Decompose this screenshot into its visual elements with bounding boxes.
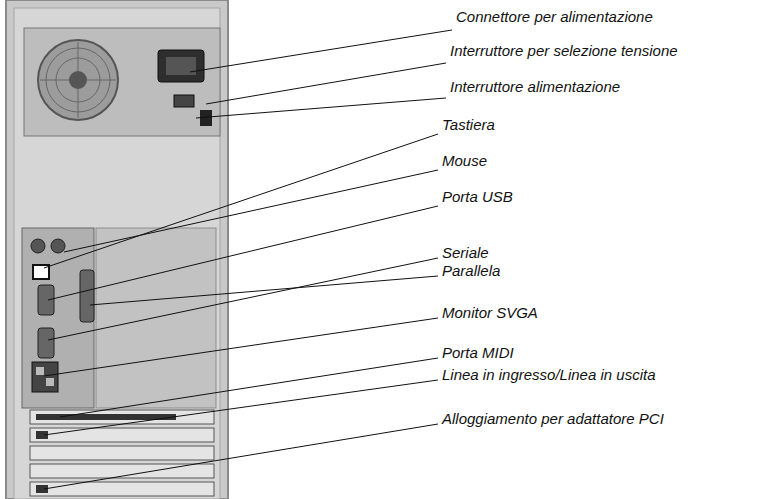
part-label: Alloggiamento per adattatore PCI bbox=[442, 410, 664, 427]
part-label: Porta USB bbox=[442, 188, 513, 205]
part-label: Interruttore per selezione tensione bbox=[450, 42, 678, 59]
leader-lines bbox=[44, 30, 452, 489]
part-label: Seriale bbox=[442, 244, 489, 261]
part-label: Mouse bbox=[442, 152, 487, 169]
part-label: Monitor SVGA bbox=[442, 304, 538, 321]
part-label: Tastiera bbox=[442, 116, 495, 133]
part-label: Connettore per alimentazione bbox=[456, 8, 653, 25]
part-label: Porta MIDI bbox=[442, 344, 514, 361]
part-label: Interruttore alimentazione bbox=[450, 78, 620, 95]
part-label: Parallela bbox=[442, 262, 500, 279]
part-label: Linea in ingresso/Linea in uscita bbox=[442, 366, 655, 383]
